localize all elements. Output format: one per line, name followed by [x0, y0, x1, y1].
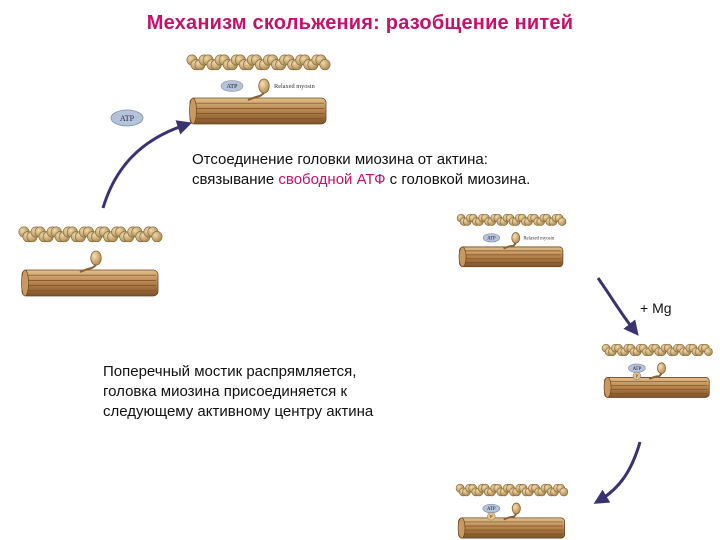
panel-relaxed-top: ATP Relaxed myosin [186, 52, 331, 130]
panel-relaxed-right-atp-badge: ATP [487, 236, 496, 241]
caption-detachment-line1: Отсоединение головки миозина от актина: [192, 151, 488, 168]
panel-lower-attached-pi-badge: P [490, 514, 493, 519]
caption-detachment-line2-end: с головкой миозина. [385, 171, 531, 188]
caption-crossbridge-line1: Поперечный мостик распрямляется, [103, 363, 357, 380]
caption-detachment-line2: связывание свободной АТФ с головкой миоз… [192, 170, 530, 190]
panel-relaxed-right: ATP Relaxed myosin [456, 212, 567, 272]
page-title: Механизм скольжения: разобщение нитей [146, 12, 574, 34]
panel-lower-attached-atp-badge: ATP [487, 507, 496, 512]
caption-crossbridge-line2: головка миозина присоединяется к [103, 383, 348, 400]
panel-mg-bound-atp-badge: ATP [633, 367, 642, 372]
caption-detachment-line2-start: связывание [192, 171, 279, 188]
arrow-right-down [596, 277, 639, 336]
free-atp-label: ATP [120, 114, 135, 123]
caption-detachment: Отсоединение головки миозина от актина: … [192, 150, 530, 190]
arrow-lower-down [593, 441, 642, 504]
arrow-left-up [101, 120, 193, 209]
panel-relaxed-right-relaxed-label: Relaxed myosin [523, 236, 554, 241]
caption-crossbridge-line3: следующему активному центру актина [103, 403, 374, 420]
panel-mg-bound-pi-badge: P [636, 373, 639, 378]
panel-attached-left [18, 224, 163, 302]
panel-lower-attached: ATP P [455, 482, 569, 540]
free-atp-highlight: свободной АТФ [278, 171, 386, 188]
panel-relaxed-top-atp-badge: ATP [226, 83, 238, 90]
caption-crossbridge: Поперечный мостик распрямляется, головка… [103, 362, 373, 422]
mg-label: + Mg [640, 300, 672, 316]
free-atp-badge: ATP [110, 109, 144, 127]
panel-relaxed-top-relaxed-label: Relaxed myosin [274, 83, 316, 90]
